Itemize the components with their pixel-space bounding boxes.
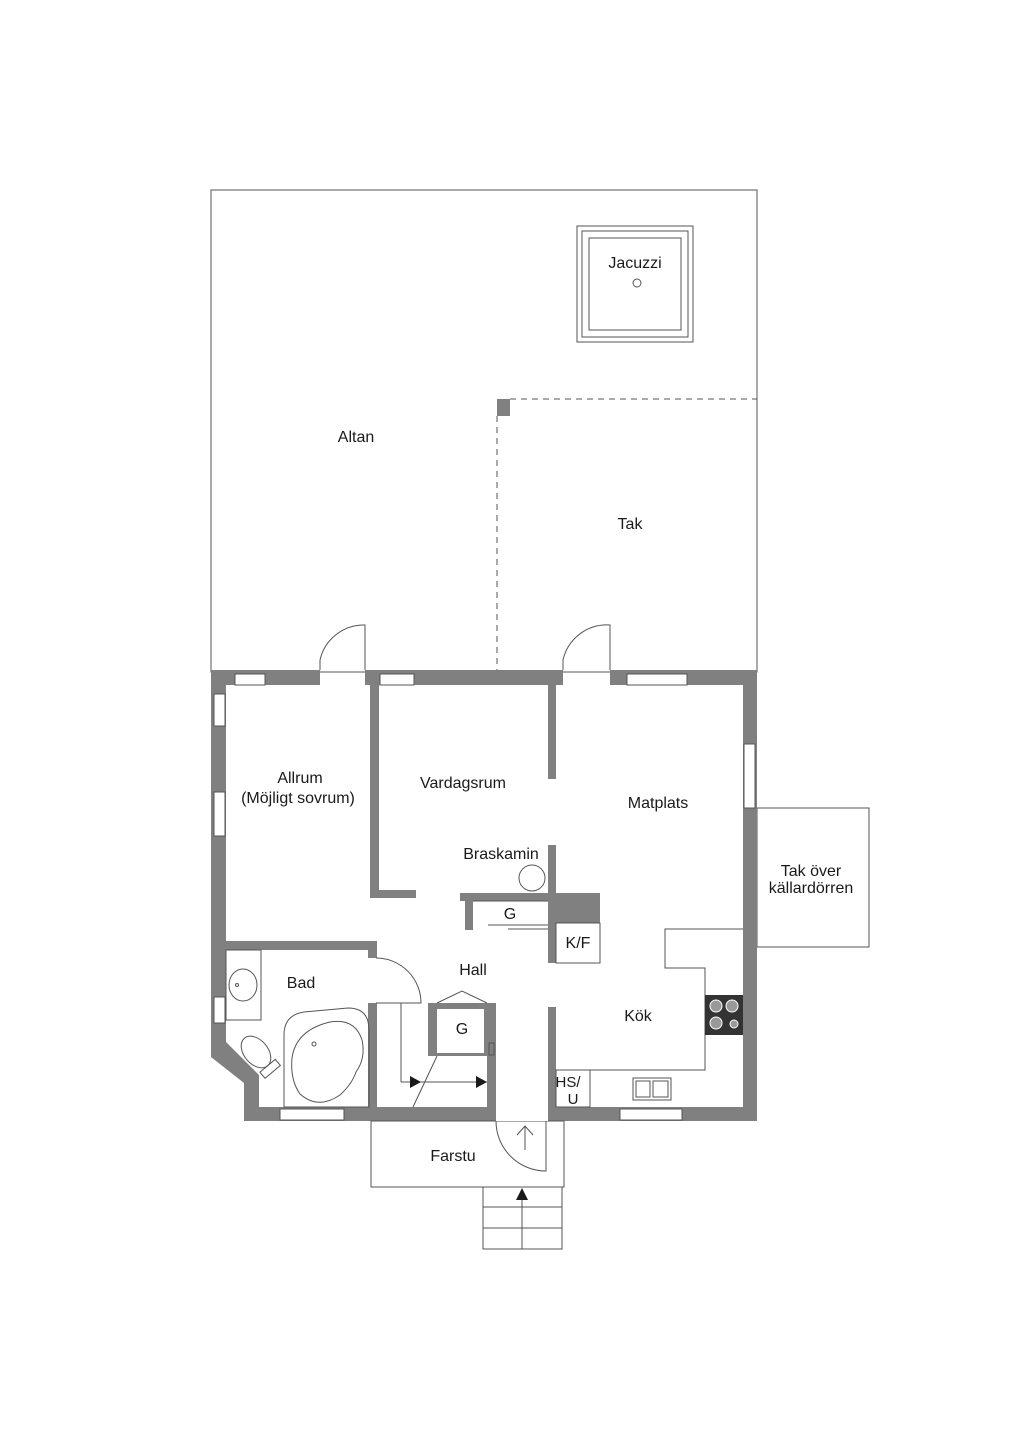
farstu-outline [370,1120,565,1188]
hall-label: Hall [459,962,487,979]
farstu-label: Farstu [430,1148,475,1165]
g-upper-label: G [504,906,516,923]
tak-over-label-2: källardörren [769,880,853,897]
door-farstu [495,1120,547,1172]
window [213,693,226,727]
braskamin-label: Braskamin [463,846,539,863]
g-lower-label: G [456,1021,468,1038]
allrum-label: Allrum [277,770,322,787]
altan-label: Altan [338,429,374,446]
bad-fixtures [225,949,370,1108]
window [213,996,226,1024]
hsu-label-2: U [568,1091,579,1108]
matplats-label: Matplats [628,795,688,812]
braskamin-stove [518,864,546,892]
tak-label: Tak [618,516,644,533]
jacuzzi: Jacuzzi [576,225,694,343]
tak-over-label-1: Tak över [781,863,842,880]
door-bad [375,957,422,1004]
vardagsrum-label: Vardagsrum [420,775,506,792]
stairs [400,990,496,1108]
interior-walls [226,670,600,1107]
kok-label: Kök [624,1008,653,1025]
door-vardagsrum [562,624,611,670]
hsu-label-1: HS/ [555,1074,581,1091]
window [379,673,415,686]
bad-label: Bad [287,975,315,992]
altan-deck-outline [210,189,758,673]
window [234,673,266,686]
jacuzzi-label: Jacuzzi [608,255,661,272]
window [619,1108,683,1121]
window [213,791,226,837]
kf-label: K/F [566,935,591,952]
kf-box [555,922,601,964]
window [626,673,688,686]
window [743,743,756,809]
front-steps [482,1186,563,1250]
hsu-box [555,1069,591,1108]
window [279,1108,345,1121]
door-altan [319,624,366,670]
kitchen-counter [590,928,743,1101]
allrum-note-label: (Möjligt sovrum) [241,790,355,807]
roof-post [497,399,510,416]
